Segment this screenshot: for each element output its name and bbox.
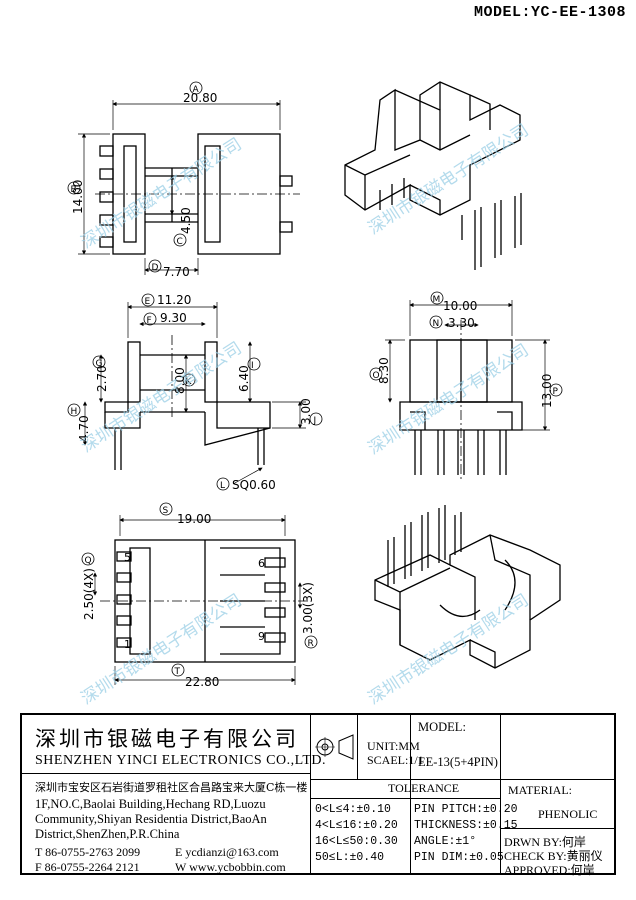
dim-s-value: 19.00 xyxy=(177,512,211,526)
company-name-en: SHENZHEN YINCI ELECTRONICS CO.,LTD. xyxy=(35,753,327,768)
dim-p-value: 13.00 xyxy=(540,374,554,408)
dim-o-value: 8.30 xyxy=(377,357,391,384)
approved-by: APPROVED:何岸 xyxy=(504,863,595,877)
fax: F 86-0755-2264 2121 xyxy=(35,860,140,874)
material-value: PHENOLIC xyxy=(538,807,598,821)
dim-g-value: 2.70 xyxy=(95,365,109,392)
dim-l-value: SQ0.60 xyxy=(232,478,276,492)
dim-p-marker: P xyxy=(553,387,559,397)
scale: SCAEL:1/1 xyxy=(367,753,424,767)
dim-f-marker: F xyxy=(147,316,152,326)
pin-label-6: 6 xyxy=(258,557,265,570)
dim-n-marker: N xyxy=(433,319,440,329)
email: E ycdianzi@163.com xyxy=(175,845,279,859)
dim-c-value: 4.50 xyxy=(179,207,193,234)
website: W www.ycbobbin.com xyxy=(175,860,286,874)
pin-tolerance-row: THICKNESS:±0.15 xyxy=(414,819,518,832)
dim-l-marker: L xyxy=(220,481,225,491)
model-label: MODEL: xyxy=(418,720,466,734)
dim-m-marker: M xyxy=(433,295,441,305)
pin-tolerance-row: PIN DIM:±0.05 xyxy=(414,851,504,864)
dim-r-value: 3.00(3X) xyxy=(301,582,315,634)
bottom-view xyxy=(92,515,310,685)
dim-r-marker: R xyxy=(308,639,314,649)
dim-h-value: 4.70 xyxy=(77,415,91,442)
tolerance-row: 16<L≤50:0.30 xyxy=(315,835,398,848)
tolerance-row: 50≤L:±0.40 xyxy=(315,851,385,864)
tolerance-row: 0<L≤4:±0.10 xyxy=(315,803,391,816)
technical-drawing: A 20.80 B 14.00 C 4.50 D 7.70 E 11.20 F … xyxy=(67,81,563,689)
dim-a-marker: A xyxy=(193,85,200,95)
dim-g-marker: G xyxy=(96,359,103,369)
dim-j-marker: J xyxy=(313,416,317,426)
dim-o-marker: O xyxy=(373,371,380,381)
dim-j-value: 3.00 xyxy=(299,398,313,425)
address-en-1: 1F,NO.C,Baolai Building,Hechang RD,Luozu xyxy=(35,797,266,811)
tolerance-title: TOLERANCE xyxy=(388,781,460,795)
address-cn: 深圳市宝安区石岩街道罗租社区合昌路宝来大厦C栋一楼 xyxy=(35,781,308,794)
dim-k-value: 8.00 xyxy=(173,367,187,394)
dim-d-marker: D xyxy=(152,263,159,273)
dim-i-value: 6.40 xyxy=(237,365,251,392)
dim-c-marker: C xyxy=(177,237,183,247)
dim-d-value: 7.70 xyxy=(163,265,190,279)
pin-label-1: 1 xyxy=(124,638,131,651)
material-label: MATERIAL: xyxy=(508,783,572,797)
dim-e-marker: E xyxy=(145,297,151,307)
title-block: 深圳市银磁电子有限公司 SHENZHEN YINCI ELECTRONICS C… xyxy=(20,713,616,877)
isometric-view-bottom xyxy=(374,505,561,669)
dim-b-value: 14.00 xyxy=(71,180,85,214)
address-en-2: Community,Shiyan Residentia District,Bao… xyxy=(35,812,267,826)
front-view xyxy=(385,300,550,480)
isometric-view-top xyxy=(344,81,522,270)
dim-q-value: 2.50(4X) xyxy=(82,568,96,620)
pin-label-5: 5 xyxy=(124,551,131,564)
dim-t-marker: T xyxy=(174,667,181,677)
drawn-by: DRWN BY:何岸 xyxy=(504,835,586,849)
model-value: EE-13(5+4PIN) xyxy=(418,755,498,769)
dim-k-marker: K xyxy=(186,377,193,387)
pin-tolerance-row: ANGLE:±1° xyxy=(414,835,477,848)
top-view xyxy=(78,100,300,275)
tolerance-row: 4<L≤16:±0.20 xyxy=(315,819,398,832)
tel: T 86-0755-2763 2099 xyxy=(35,845,141,859)
dim-n-value: 3.30 xyxy=(448,316,475,330)
dim-t-value: 22.80 xyxy=(185,675,219,689)
dim-m-value: 10.00 xyxy=(443,299,477,313)
side-view xyxy=(82,302,306,485)
checked-by: CHECK BY:黄丽仪 xyxy=(504,849,603,863)
company-name-cn: 深圳市银磁电子有限公司 xyxy=(35,727,299,751)
model-title: MODEL:YC-EE-1308 xyxy=(473,4,626,21)
dim-f-value: 9.30 xyxy=(160,311,187,325)
dim-a-value: 20.80 xyxy=(183,91,217,105)
dim-s-marker: S xyxy=(163,506,169,516)
unit: UNIT:MM xyxy=(367,739,420,753)
dim-b-marker: B xyxy=(71,185,77,195)
dim-i-marker: I xyxy=(251,361,254,371)
dim-e-value: 11.20 xyxy=(157,293,191,307)
dim-q-marker: Q xyxy=(85,556,92,566)
projection-symbol-icon xyxy=(315,734,354,760)
pin-label-9: 9 xyxy=(258,630,265,643)
dim-h-marker: H xyxy=(71,407,78,417)
pin-tolerance-row: PIN PITCH:±0.20 xyxy=(414,803,518,816)
address-en-3: District,ShenZhen,P.R.China xyxy=(35,827,180,841)
